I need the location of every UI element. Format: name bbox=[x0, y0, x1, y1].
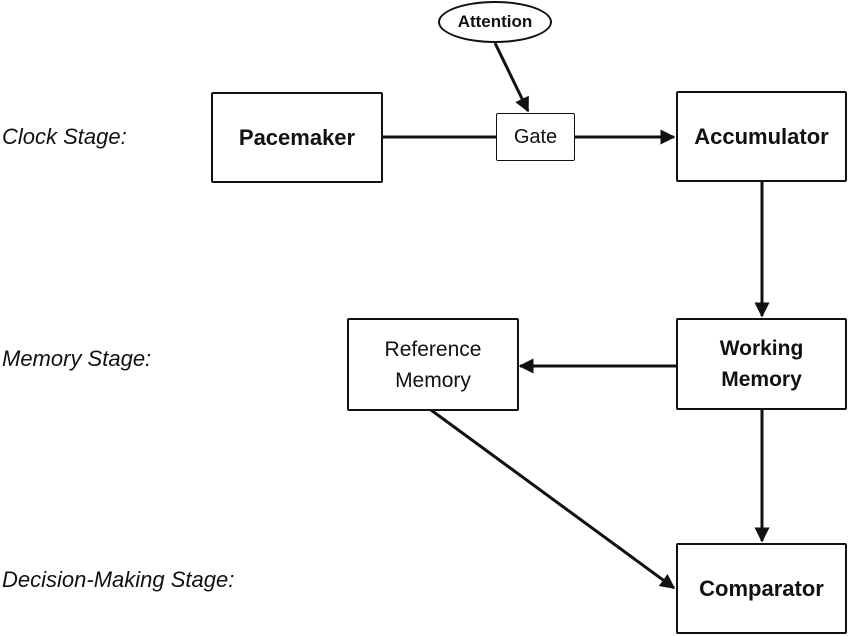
node-accumulator-label: Accumulator bbox=[694, 123, 829, 149]
node-working-memory-line1: Working bbox=[719, 337, 804, 360]
node-working-memory-line2: Memory bbox=[721, 368, 802, 391]
node-reference-memory: Reference Memory bbox=[347, 318, 519, 411]
stage-label-decision-making: Decision-Making Stage: bbox=[2, 567, 235, 592]
stage-label-clock: Clock Stage: bbox=[2, 124, 127, 149]
node-working-memory: Working Memory bbox=[676, 318, 847, 410]
node-reference-memory-line1: Reference bbox=[384, 337, 482, 361]
node-attention: Attention bbox=[438, 1, 552, 43]
node-attention-label: Attention bbox=[457, 12, 533, 31]
node-pacemaker-label: Pacemaker bbox=[238, 124, 356, 150]
node-comparator-label: Comparator bbox=[699, 575, 824, 601]
edge-attention-to-gate bbox=[493, 42, 530, 113]
node-reference-memory-line2: Memory bbox=[395, 368, 471, 392]
node-accumulator: Accumulator bbox=[676, 91, 847, 182]
edge-reference-memory-to-comparator bbox=[430, 408, 676, 590]
node-comparator: Comparator bbox=[676, 543, 847, 634]
node-pacemaker: Pacemaker bbox=[211, 92, 383, 183]
node-gate: Gate bbox=[496, 113, 575, 161]
stage-label-memory: Memory Stage: bbox=[2, 346, 152, 371]
node-gate-label: Gate bbox=[513, 125, 558, 148]
